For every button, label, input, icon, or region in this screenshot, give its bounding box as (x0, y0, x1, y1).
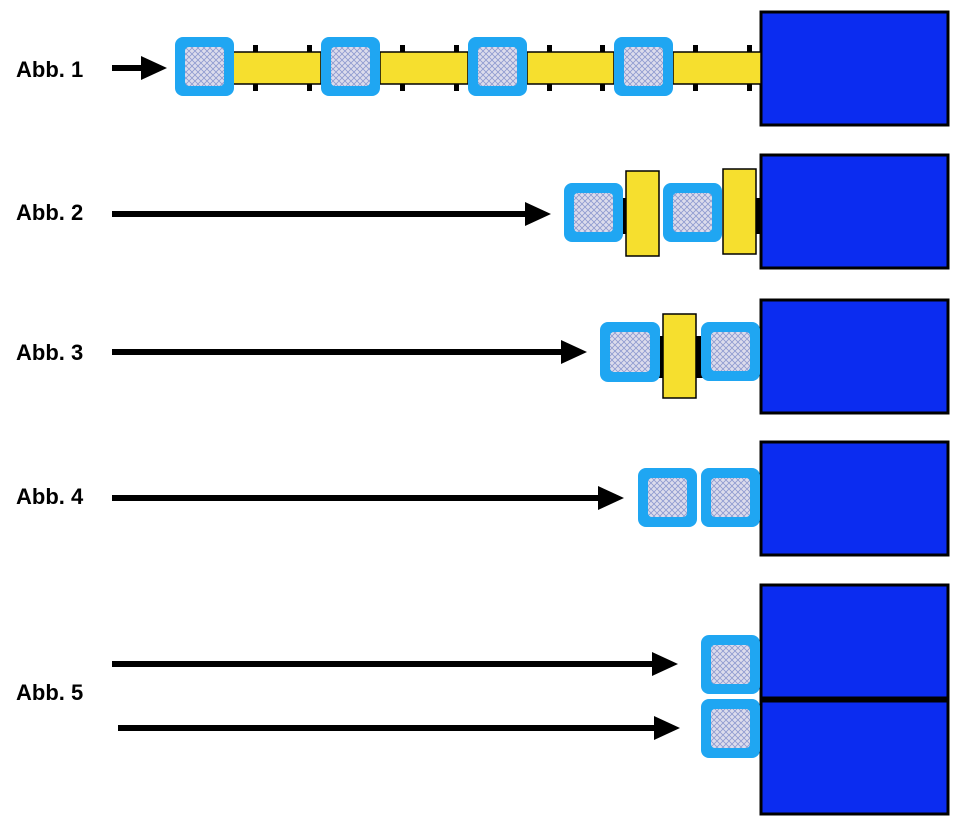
block-4 (759, 440, 950, 557)
arrow-4-shaft (112, 495, 600, 501)
node-1b-core (331, 47, 370, 86)
node-1a-core (185, 47, 224, 86)
arrow-1-head (141, 56, 167, 80)
connectors-layer (232, 45, 762, 399)
figure-label-3: Abb. 3 (16, 340, 84, 365)
arrow-4-head (598, 486, 624, 510)
joint-3b (695, 336, 703, 378)
arrow-1-shaft (112, 65, 143, 71)
node-1c (468, 37, 527, 96)
node-4b (701, 468, 760, 527)
joint-2b (756, 198, 762, 234)
arrow-2-head (525, 202, 551, 226)
arrow-5b (118, 716, 680, 740)
figure-label-2: Abb. 2 (16, 200, 84, 225)
arrows-layer (112, 56, 680, 740)
connector-2b (722, 168, 757, 255)
arrow-5a (112, 652, 678, 676)
node-1d-core (624, 47, 663, 86)
arrow-5a-shaft (112, 661, 654, 667)
figure-label-4: Abb. 4 (16, 484, 84, 509)
node-1a (175, 37, 234, 96)
connector-1d (672, 45, 762, 91)
block-5b (759, 699, 950, 816)
node-3a (600, 322, 660, 382)
nodes-layer (175, 37, 760, 758)
connector-1b (379, 45, 469, 91)
node-5b (701, 699, 760, 758)
arrow-3-shaft (112, 349, 563, 355)
connector-1b-bar (379, 51, 469, 85)
node-4a-core (648, 478, 687, 517)
node-4b-core (711, 478, 750, 517)
node-1d (614, 37, 673, 96)
arrow-5b-shaft (118, 725, 656, 731)
arrow-2-shaft (112, 211, 527, 217)
connector-2a (625, 170, 660, 257)
arrow-5a-head (652, 652, 678, 676)
node-2b-core (673, 193, 712, 232)
arrow-4 (112, 486, 624, 510)
connector-1a-bar (232, 51, 322, 85)
node-3b (701, 322, 760, 381)
arrow-1 (112, 56, 167, 80)
connector-3 (662, 313, 697, 399)
figure-label-5: Abb. 5 (16, 680, 84, 705)
block-1 (759, 10, 950, 127)
joint-2a (620, 198, 628, 234)
block-2 (759, 153, 950, 270)
connector-1c (526, 45, 615, 91)
node-2b (663, 183, 722, 242)
node-1b (321, 37, 380, 96)
node-1c-core (478, 47, 517, 86)
node-5a (701, 635, 760, 694)
block-5a (759, 583, 950, 700)
figure-label-1: Abb. 1 (16, 57, 84, 82)
node-3a-core (610, 332, 650, 372)
connector-1a (232, 45, 322, 91)
node-5a-core (711, 645, 750, 684)
node-5b-core (711, 709, 750, 748)
arrow-3 (112, 340, 587, 364)
block-3 (759, 298, 950, 415)
arrow-3-head (561, 340, 587, 364)
blocks-layer (759, 10, 950, 816)
node-3b-core (711, 332, 750, 371)
arrow-2 (112, 202, 551, 226)
arrow-5b-head (654, 716, 680, 740)
node-2a (564, 183, 623, 242)
node-2a-core (574, 193, 613, 232)
connector-1c-bar (526, 51, 615, 85)
connector-1d-bar (672, 51, 762, 85)
node-4a (638, 468, 697, 527)
